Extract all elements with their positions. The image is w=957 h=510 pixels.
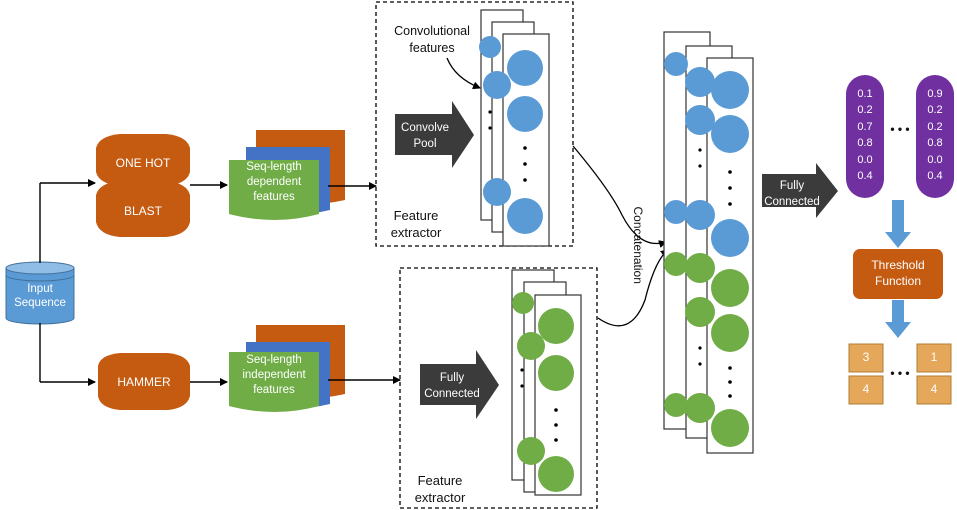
conv-callout-line1: Convolutional <box>394 24 470 38</box>
fully-connected-main-arrow <box>762 163 838 218</box>
fc-feature-map-stack <box>511 269 582 496</box>
output-left-value: 0.4 <box>857 170 873 183</box>
conv-feature-extractor-box <box>375 1 574 247</box>
fc-block-label: Fully Connected <box>418 370 486 402</box>
output-right-value: 0.0 <box>927 153 943 166</box>
fc-caption-line1: Feature <box>417 473 463 488</box>
conv-caption-line2: extractor <box>390 225 442 240</box>
convolve-pool-label: Convolve Pool <box>397 120 453 152</box>
encoder-blast-label: BLAST <box>123 204 162 218</box>
doc-independent-line1: Seq-length <box>246 354 302 366</box>
label-right-bottom: 4 <box>930 382 938 396</box>
encoder-one-hot-shape <box>96 134 190 186</box>
fc-block-arrow <box>420 350 499 419</box>
output-left-value: 0.7 <box>857 120 873 133</box>
concatenated-feature-stack <box>663 31 754 454</box>
conv-features-callout: Convolutional features <box>382 23 482 57</box>
doc-extractor-connectors <box>328 182 401 384</box>
fc-feature-extractor-box <box>399 267 598 509</box>
fc-main-line2: Connected <box>764 196 820 208</box>
fully-connected-main-label: Fully Connected <box>760 178 824 210</box>
output-right-values: 0.9 0.2 0.2 0.8 0.0 0.4 <box>916 86 954 184</box>
doc-dependent-line2: dependent <box>246 176 302 188</box>
label-left-bottom: 4 <box>862 382 870 396</box>
input-label-line2: Sequence <box>14 296 66 309</box>
fc-main-line1: Fully <box>779 180 805 192</box>
threshold-function-box <box>853 249 943 299</box>
conv-extractor-caption: Feature extractor <box>376 207 456 241</box>
output-vector-left <box>846 75 884 198</box>
threshold-function-label: Threshold Function <box>853 257 943 289</box>
encoder-blast-shape <box>96 181 190 237</box>
output-ellipsis: • • • <box>890 122 910 136</box>
label-grid-left <box>848 343 884 405</box>
output-right-value: 0.4 <box>927 170 943 183</box>
input-sequence-label: Input Sequence <box>8 283 72 311</box>
output-right-value: 0.2 <box>927 104 943 117</box>
output-left-value: 0.8 <box>857 137 873 150</box>
convolve-line2: Pool <box>413 138 437 150</box>
encoder-one-hot-label: ONE HOT <box>115 156 171 170</box>
output-left-values: 0.1 0.2 0.7 0.8 0.0 0.4 <box>846 86 884 184</box>
concatenation-connectors <box>572 145 669 327</box>
fc-caption-line2: extractor <box>414 490 466 505</box>
output-right-value: 0.9 <box>927 88 943 100</box>
doc-independent-label: Seq-length independent features <box>229 353 319 398</box>
label-grid-right <box>916 343 952 405</box>
encoder-hammer-label: HAMMER <box>117 375 171 389</box>
concatenation-label: Concatenation <box>631 206 646 284</box>
output-left-value: 0.2 <box>857 104 873 117</box>
encoder-hammer-shape <box>98 353 190 410</box>
conv-features-callout-arrow <box>446 57 481 90</box>
encoder-doc-connectors <box>190 181 228 386</box>
doc-dependent-line1: Seq-length <box>246 161 302 173</box>
doc-independent-line2: independent <box>242 369 306 381</box>
convolve-pool-arrow <box>395 101 474 168</box>
output-left-value: 0.1 <box>857 88 873 100</box>
input-label-line1: Input <box>27 283 53 295</box>
convolve-line1: Convolve <box>401 122 449 134</box>
label-right-top: 1 <box>930 350 938 364</box>
down-arrow-to-threshold <box>885 200 911 248</box>
output-right-value: 0.8 <box>927 137 943 150</box>
input-connectors <box>39 179 96 386</box>
output-vector-right <box>916 75 954 198</box>
threshold-line2: Function <box>874 274 922 288</box>
conv-caption-line1: Feature <box>393 208 439 223</box>
doc-independent-line3: features <box>253 384 295 396</box>
output-right-value: 0.2 <box>927 120 943 133</box>
threshold-line1: Threshold <box>871 258 925 272</box>
down-arrow-to-labels <box>885 300 911 338</box>
label-left-top: 3 <box>862 350 870 364</box>
fc-block-line1: Fully <box>439 372 465 384</box>
conv-callout-line2: features <box>409 41 455 55</box>
fc-block-line2: Connected <box>424 388 480 400</box>
output-left-value: 0.0 <box>857 153 873 166</box>
labels-ellipsis: • • • <box>890 366 910 380</box>
doc-stack-dependent <box>229 130 345 220</box>
conv-feature-map-stack <box>479 9 550 247</box>
fc-extractor-caption: Feature extractor <box>400 472 480 506</box>
doc-dependent-line3: features <box>253 191 295 203</box>
doc-dependent-label: Seq-length dependent features <box>229 160 319 205</box>
doc-stack-independent <box>229 325 345 412</box>
